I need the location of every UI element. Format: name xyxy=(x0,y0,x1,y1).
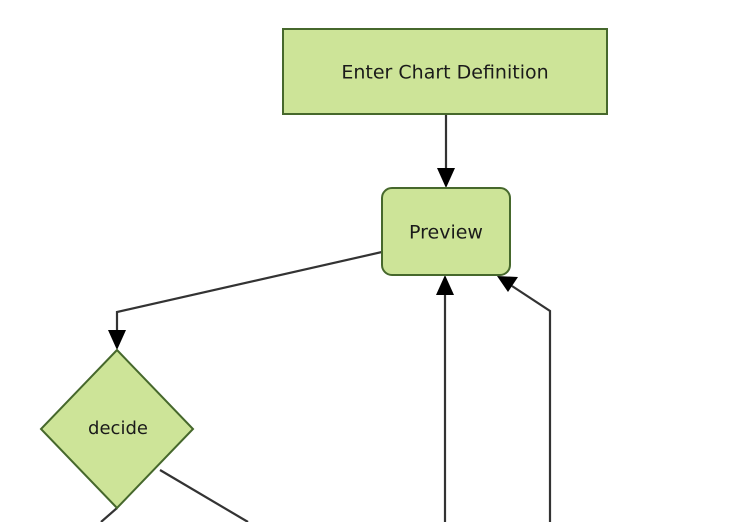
node-enter-chart-definition-label: Enter Chart Definition xyxy=(341,62,548,84)
edge-layer xyxy=(100,114,552,522)
node-decide[interactable]: decide xyxy=(39,348,195,510)
node-enter-chart-definition[interactable]: Enter Chart Definition xyxy=(282,28,608,115)
edge-enter-to-preview xyxy=(437,114,455,188)
node-preview-shape[interactable] xyxy=(381,187,511,276)
edge-enter-to-preview-arrowhead xyxy=(437,168,455,188)
edge-bottom-center-to-preview xyxy=(436,275,454,522)
edge-bottom-right-to-preview-arrowhead xyxy=(497,276,518,292)
edge-bottom-right-to-preview xyxy=(497,276,552,522)
edge-decide-bottom-right-line xyxy=(159,469,249,522)
edge-bottom-center-to-preview-arrowhead xyxy=(436,275,454,295)
edge-preview-to-decide xyxy=(108,250,383,350)
edge-preview-to-decide-arrowhead xyxy=(108,330,126,350)
node-preview[interactable]: Preview xyxy=(381,187,511,276)
edge-decide-bottom-left-line xyxy=(100,507,118,522)
node-decide-shape[interactable] xyxy=(39,348,195,510)
node-preview-label: Preview xyxy=(409,222,483,244)
edge-bottom-right-to-preview-line xyxy=(511,285,552,522)
edge-preview-to-decide-line xyxy=(115,250,383,336)
node-layer: Enter Chart Definition Preview decide xyxy=(39,28,608,510)
node-decide-label: decide xyxy=(88,418,148,439)
node-enter-chart-definition-shape[interactable] xyxy=(282,28,608,115)
